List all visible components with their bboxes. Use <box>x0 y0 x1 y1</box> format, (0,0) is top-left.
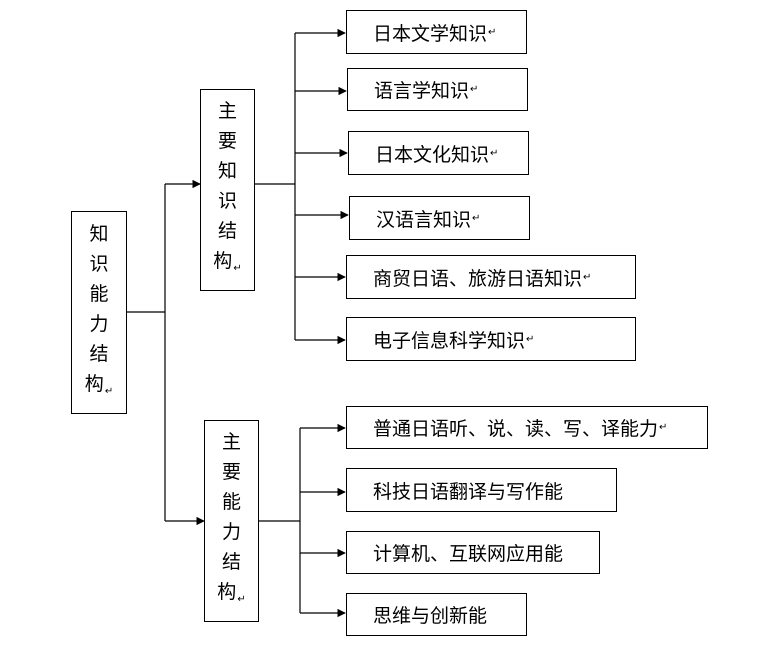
branch-char: 结 <box>217 220 237 242</box>
return-mark: ↵ <box>526 333 535 345</box>
return-mark: ↵ <box>470 84 479 95</box>
branch-char-last: 构↵ <box>217 581 246 605</box>
branch-char: 能 <box>221 491 241 513</box>
leaf-box-thinking-innovation: 思维与创新能 <box>346 593 527 636</box>
leaf-box-linguistics: 语言学知识↵ <box>347 68 528 111</box>
return-mark: ↵ <box>659 422 668 433</box>
leaf-box-technical-translation-writing: 科技日语翻译与写作能 <box>346 468 617 512</box>
root-char: 力 <box>89 312 109 335</box>
branch-char: 结 <box>221 551 241 573</box>
root-box-knowledge-ability-structure: 知 识 能 力 结 构↵ <box>71 211 127 414</box>
branch-box-knowledge-structure: 主 要 知 识 结 构↵ <box>200 89 255 291</box>
branch-char-last: 构↵ <box>213 250 242 274</box>
branch-box-ability-structure: 主 要 能 力 结 构↵ <box>204 420 259 622</box>
leaf-box-japanese-literature: 日本文学知识↵ <box>346 10 527 54</box>
return-mark: ↵ <box>233 263 242 274</box>
branch-char: 要 <box>221 461 241 483</box>
leaf-box-computer-internet-skills: 计算机、互联网应用能 <box>346 531 600 574</box>
return-mark: ↵ <box>583 271 592 283</box>
root-char: 知 <box>89 222 109 245</box>
leaf-box-electronic-information-science: 电子信息科学知识↵ <box>346 317 636 361</box>
branch-char: 主 <box>217 100 237 122</box>
root-char: 能 <box>89 282 109 305</box>
root-char-last: 构↵ <box>84 372 114 397</box>
leaf-box-business-tourism-japanese: 商贸日语、旅游日语知识↵ <box>346 255 636 299</box>
branch-char: 知 <box>217 160 237 182</box>
root-char: 识 <box>89 252 109 275</box>
return-mark: ↵ <box>237 594 246 605</box>
leaf-box-chinese-language: 汉语言知识↵ <box>349 196 530 240</box>
branch-char: 主 <box>221 431 241 453</box>
branch-char: 力 <box>221 521 241 543</box>
return-mark: ↵ <box>490 147 499 159</box>
leaf-box-general-japanese-skills: 普通日语听、说、读、写、译能力↵ <box>346 406 708 449</box>
leaf-box-japanese-culture: 日本文化知识↵ <box>348 131 529 175</box>
return-mark: ↵ <box>472 212 481 224</box>
root-char: 结 <box>89 342 109 365</box>
branch-char: 要 <box>217 130 237 152</box>
branch-char: 识 <box>217 190 237 212</box>
return-mark: ↵ <box>104 385 114 397</box>
return-mark: ↵ <box>488 26 497 38</box>
